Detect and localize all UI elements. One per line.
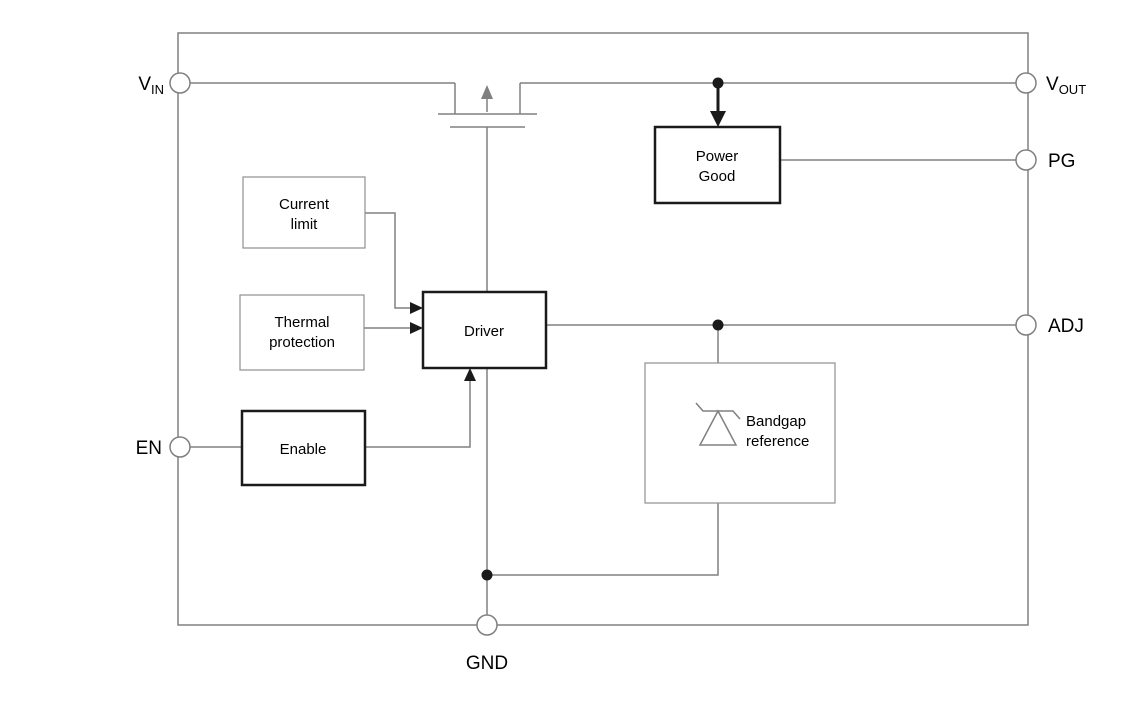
junction-vout xyxy=(712,77,724,89)
zener-triangle xyxy=(698,409,738,446)
enable-box xyxy=(240,409,367,487)
adj-label: ADJ xyxy=(1048,316,1084,337)
driver-block: Driver xyxy=(421,290,548,370)
driver-label: Driver xyxy=(464,323,504,340)
adj-pin: ADJ xyxy=(1015,314,1084,337)
thermal-protection-label-2: protection xyxy=(269,334,335,351)
power-good-label-1: Power xyxy=(696,148,739,165)
enable-block: Enable xyxy=(240,409,367,487)
power-good-label-2: Good xyxy=(699,168,736,185)
vout-label: VOUT xyxy=(1046,74,1086,97)
arrowhead-enable-icon xyxy=(464,368,476,381)
en-terminal-icon xyxy=(169,436,191,458)
vout-terminal-icon xyxy=(1015,72,1037,94)
driver-box xyxy=(421,290,548,370)
bandgap-box xyxy=(644,362,836,504)
enable-label: Enable xyxy=(280,441,327,458)
current-limit-box xyxy=(242,176,366,249)
bandgap-label-1: Bandgap xyxy=(746,413,806,430)
junction-adj xyxy=(712,319,724,331)
pg-pin: PG xyxy=(1015,149,1075,172)
thermal-protection-block: Thermal protection xyxy=(239,294,365,371)
current-limit-label-2: limit xyxy=(291,216,318,233)
pass-transistor-icon xyxy=(438,83,537,128)
gnd-terminal-icon xyxy=(476,614,498,636)
pg-label: PG xyxy=(1048,151,1075,172)
transistor-body-arrow-icon xyxy=(481,85,493,99)
thermal-protection-box xyxy=(239,294,365,371)
thermal-protection-label-1: Thermal xyxy=(274,314,329,331)
power-good-block: Power Good xyxy=(653,125,782,205)
arrowhead-current-limit-icon xyxy=(410,302,423,314)
current-limit-block: Current limit xyxy=(242,176,366,249)
vin-terminal-icon xyxy=(169,72,191,94)
wires xyxy=(190,82,1016,615)
pg-arrowhead-icon xyxy=(710,111,726,127)
adj-terminal-icon xyxy=(1015,314,1037,336)
power-good-box xyxy=(653,125,782,205)
pg-terminal-icon xyxy=(1015,149,1037,171)
gnd-label: GND xyxy=(466,653,508,674)
en-label: EN xyxy=(136,438,162,459)
arrowhead-thermal-icon xyxy=(410,322,423,334)
wire-enable-to-driver xyxy=(365,379,471,448)
vout-pin: VOUT xyxy=(1015,72,1086,97)
wire-current-limit-to-driver xyxy=(365,212,411,309)
current-limit-label-1: Current xyxy=(279,196,330,213)
vin-pin: VIN xyxy=(138,72,191,97)
gnd-pin: GND xyxy=(466,614,508,674)
en-pin: EN xyxy=(136,436,191,459)
zener-diode-icon xyxy=(695,402,741,446)
bandgap-label-2: reference xyxy=(746,433,809,450)
bandgap-reference-block: Bandgap reference xyxy=(644,362,836,504)
junction-gnd xyxy=(481,569,493,581)
vin-label: VIN xyxy=(138,74,164,97)
